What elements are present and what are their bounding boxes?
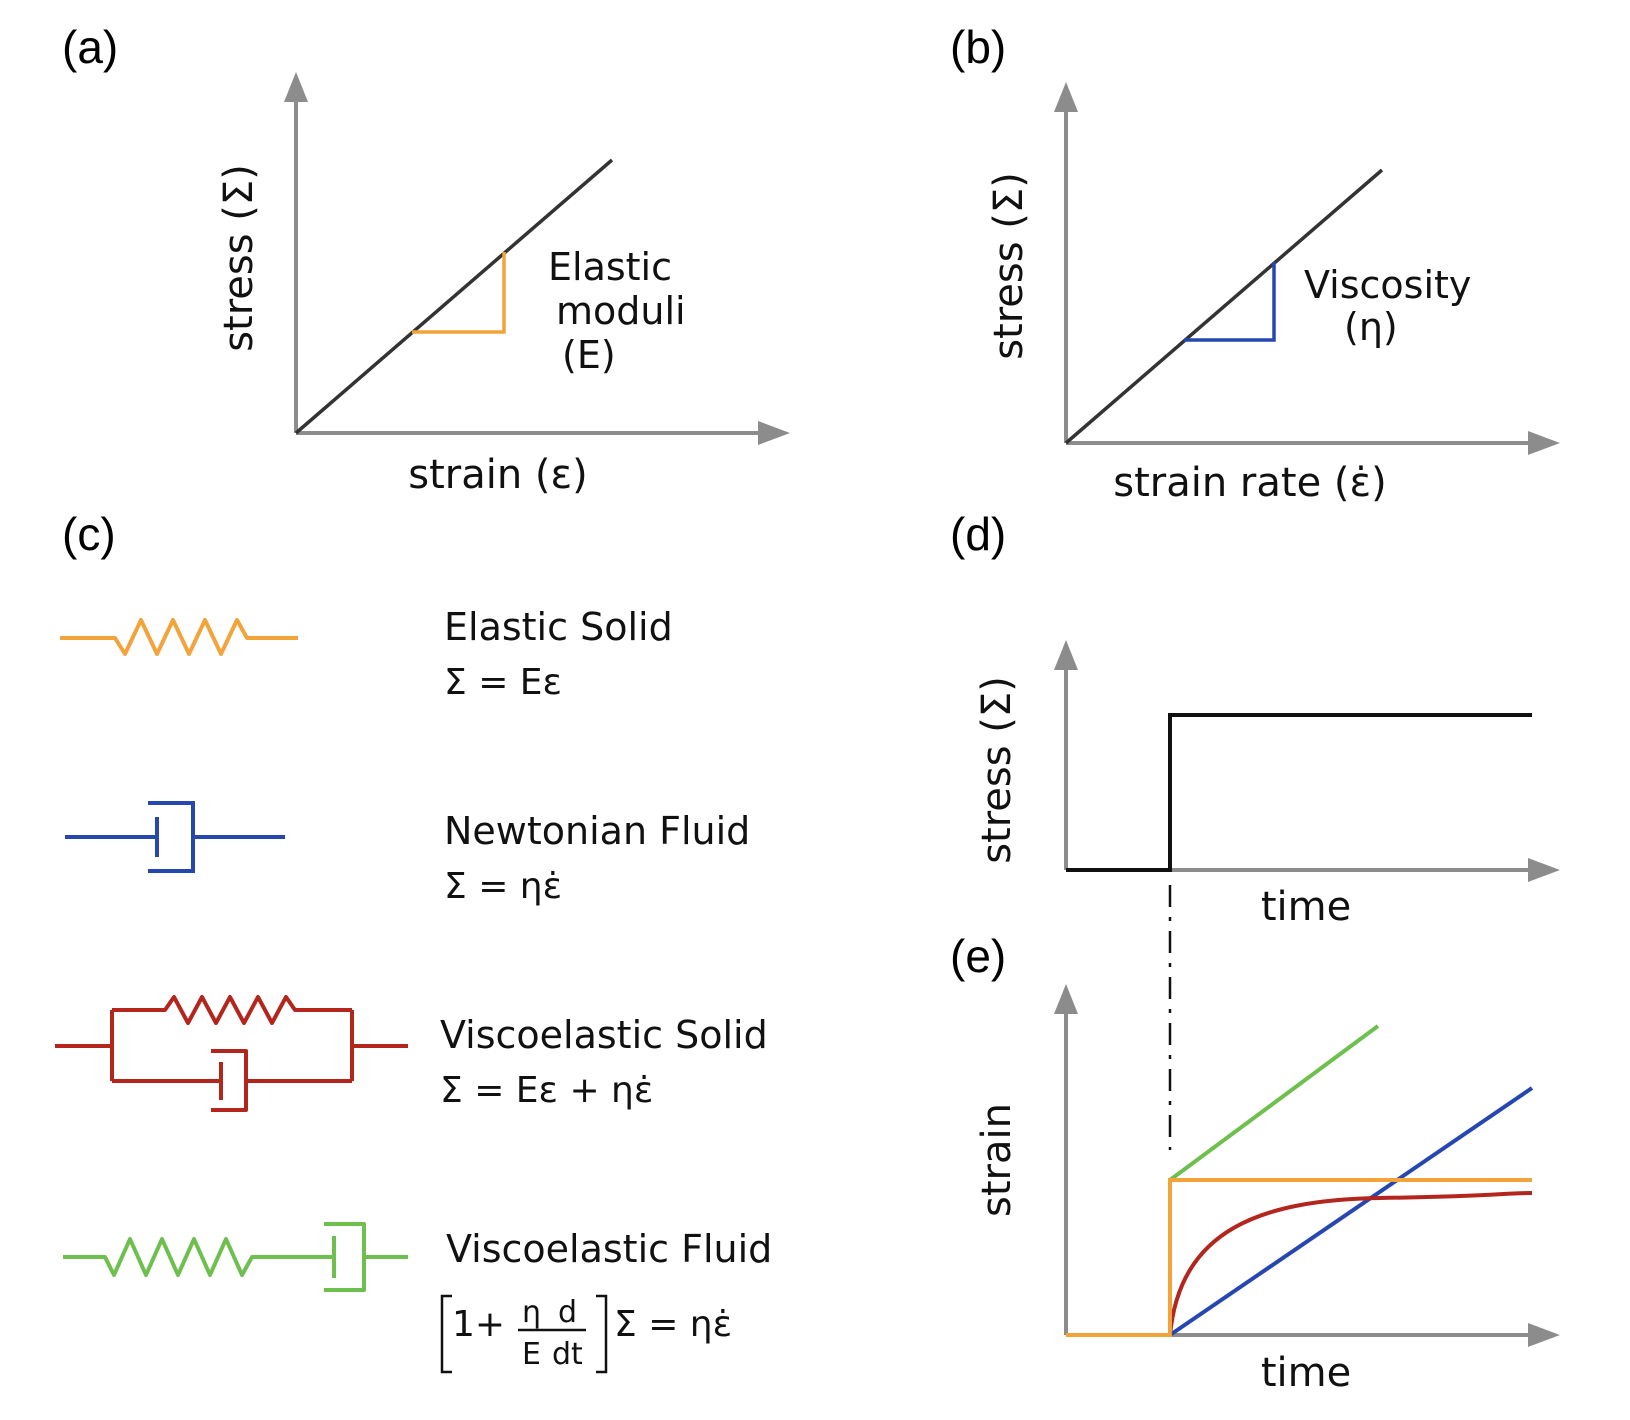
panel-b-x-label: strain rate (ε̇): [1113, 460, 1386, 506]
panel-a-slope-triangle: [412, 252, 506, 334]
newtonian-fluid-equation: Σ = ηε̇: [444, 866, 562, 907]
equation-num-d: d: [558, 1295, 577, 1330]
panel-d-y-arrow-icon: [1054, 640, 1078, 670]
viscoelastic-fluid-maxwell-icon: [63, 1222, 408, 1292]
panel-e: (e) strain time: [950, 930, 1560, 1396]
viscoelastic-solid-kelvin-icon: [55, 995, 408, 1112]
panel-b-note-line1: Viscosity: [1304, 263, 1471, 307]
equation-right-bracket: [596, 1294, 608, 1374]
panel-c: (c) Elastic Solid Σ = Eε Newtonian Fluid…: [55, 508, 772, 1374]
panel-d-x-label: time: [1261, 884, 1351, 930]
panel-e-x-arrow-icon: [1528, 1323, 1560, 1347]
viscoelastic-fluid-name: Viscoelastic Fluid: [446, 1227, 772, 1271]
panel-e-y-label: strain: [974, 1103, 1020, 1217]
viscoelastic-solid-name: Viscoelastic Solid: [440, 1013, 768, 1057]
newtonian-fluid-strain-curve: [1168, 1086, 1534, 1337]
panel-a-y-label: stress (Σ): [216, 164, 262, 352]
panel-b-slope-triangle: [1184, 262, 1276, 342]
panel-a-x-arrow-icon: [758, 421, 790, 445]
elastic-solid-spring-icon: [60, 618, 298, 656]
viscoelastic-fluid-equation: 1+ η d E dt Σ = ηε̇: [440, 1294, 732, 1374]
panel-b-y-label: stress (Σ): [986, 172, 1032, 360]
panel-a-note-line3: (E): [562, 333, 616, 377]
panel-a-note-line1: Elastic: [548, 245, 672, 289]
newtonian-fluid-name: Newtonian Fluid: [444, 809, 750, 853]
panel-d: (d) stress (Σ) time: [950, 508, 1560, 930]
panel-a-note-line2: moduli: [556, 289, 686, 333]
panel-b-y-arrow-icon: [1054, 82, 1078, 112]
panel-b-x-arrow-icon: [1528, 431, 1560, 455]
equation-rhs: Σ = ηε̇: [614, 1304, 732, 1345]
panel-c-label: (c): [62, 508, 116, 560]
viscoelastic-fluid-strain-curve: [1168, 1024, 1380, 1182]
viscoelastic-solid-strain-curve: [1168, 1191, 1533, 1336]
panel-a-x-label: strain (ε): [408, 452, 588, 498]
panel-a-stress-strain-line: [294, 158, 614, 435]
panel-a-label: (a): [62, 21, 118, 73]
newtonian-fluid-dashpot-icon: [65, 801, 285, 873]
panel-a-y-arrow-icon: [284, 72, 308, 102]
panel-d-y-label: stress (Σ): [974, 676, 1020, 864]
panel-b-label: (b): [950, 21, 1006, 73]
equation-den-E: E: [522, 1337, 541, 1372]
panel-b-note-line2: (η): [1344, 305, 1398, 349]
panel-d-stress-step: [1066, 713, 1532, 872]
equation-left-bracket: [440, 1294, 452, 1374]
panel-d-label: (d): [950, 508, 1006, 560]
equation-one-plus: 1+: [452, 1304, 505, 1345]
equation-den-dt: dt: [552, 1337, 583, 1372]
panel-e-x-label: time: [1261, 1350, 1351, 1396]
panel-d-x-arrow-icon: [1528, 858, 1560, 882]
panel-e-label: (e): [950, 930, 1006, 982]
panel-a: (a) stress (Σ) strain (ε) Elastic moduli…: [62, 21, 790, 498]
equation-num-eta: η: [522, 1295, 541, 1330]
elastic-solid-name: Elastic Solid: [444, 605, 673, 649]
viscoelastic-solid-equation: Σ = Eε + ηε̇: [440, 1070, 653, 1111]
elastic-solid-equation: Σ = Eε: [444, 662, 562, 703]
panel-b: (b) stress (Σ) strain rate (ε̇) Viscosit…: [950, 21, 1560, 506]
panel-b-stress-strainrate-line: [1064, 168, 1384, 445]
elastic-solid-strain-curve: [1066, 1178, 1532, 1337]
panel-e-y-arrow-icon: [1054, 984, 1078, 1014]
